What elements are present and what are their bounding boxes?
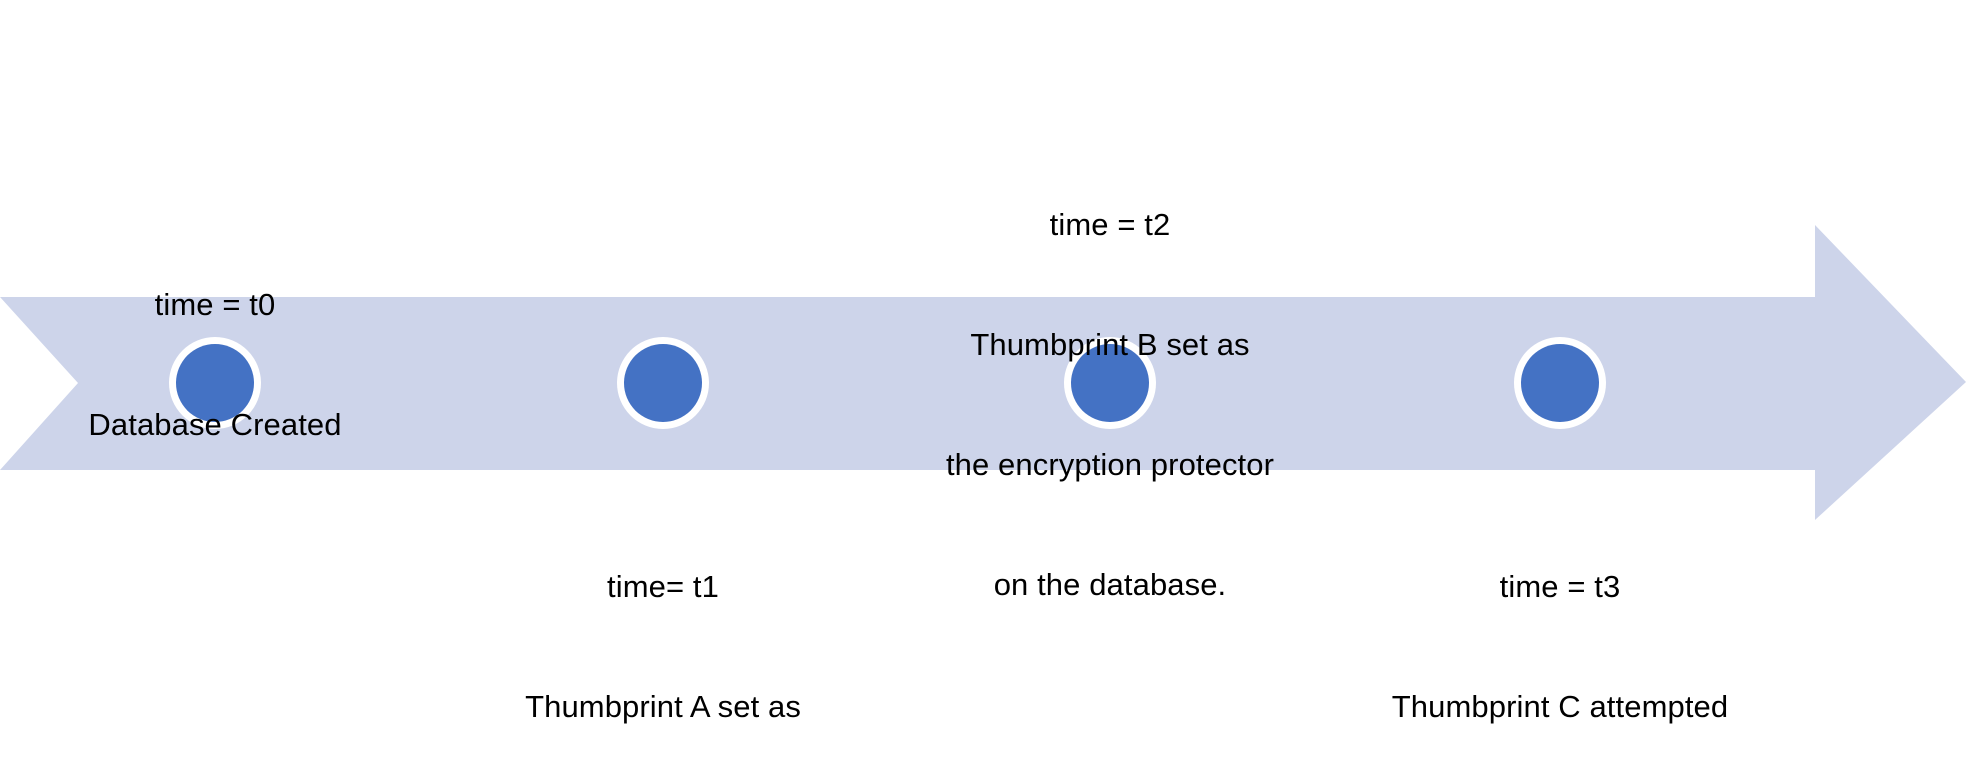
timeline-marker-t1[interactable] <box>624 344 702 422</box>
timeline-label-t2-line-2: the encryption protector <box>945 447 1275 482</box>
timeline-label-t1: time= t1 Thumbprint A set as the encrypt… <box>499 487 827 772</box>
timeline-label-t3-line-1: Thumbprint C attempted <box>1391 689 1729 724</box>
timeline-label-t2-line-0: time = t2 <box>1049 207 1171 242</box>
timeline-label-t1-line-1: Thumbprint A set as <box>525 689 801 724</box>
timeline-marker-t2[interactable] <box>1071 344 1149 422</box>
timeline-label-t2-line-1: Thumbprint B set as <box>970 327 1250 362</box>
timeline-label-t0-line-1: Database Created <box>88 407 342 442</box>
timeline-label-t3-line-0: time = t3 <box>1499 569 1621 604</box>
timeline-marker-t0[interactable] <box>176 344 254 422</box>
timeline-label-t0: time = t0 Database Created <box>88 205 341 525</box>
timeline-label-t2: time = t2 Thumbprint B set as the encryp… <box>946 125 1274 685</box>
timeline-label-t0-line-0: time = t0 <box>154 287 276 322</box>
timeline-label-t1-line-0: time= t1 <box>607 569 719 604</box>
timeline-label-t2-line-3: on the database. <box>993 567 1227 602</box>
timeline-marker-t3[interactable] <box>1521 344 1599 422</box>
timeline-label-t3: time = t3 Thumbprint C attempted to be s… <box>1392 487 1728 772</box>
